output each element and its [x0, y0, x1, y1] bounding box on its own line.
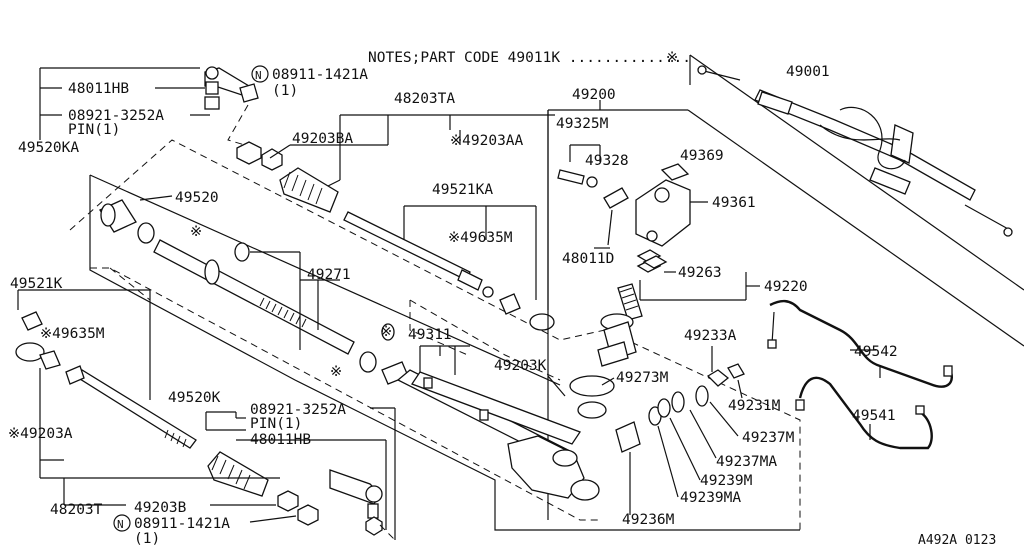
oring-49273M: [577, 401, 607, 419]
label-48011HB-top: 48011HB: [68, 81, 129, 97]
clip-49635M-a: [499, 293, 521, 315]
label-49237MA: 49237MA: [716, 454, 777, 470]
ring-49271-a: [359, 351, 377, 373]
tie-rod-end-top: [39, 66, 259, 149]
label-48203TA: 48203TA: [394, 91, 455, 107]
nut-08911-bot: [297, 504, 319, 526]
mark-49520: ※: [190, 224, 202, 240]
washer-49203A: [39, 350, 61, 370]
nut-49203B: [277, 490, 299, 512]
label-48011HB-bot: 48011HB: [250, 432, 311, 448]
label-pin-bot: PIN(1): [250, 416, 302, 432]
mark-49271-b: ※: [380, 324, 392, 340]
fitting-49233A: [706, 369, 730, 387]
clip-49635M-b: [21, 311, 43, 331]
label-49239M: 49239M: [700, 473, 753, 489]
inner-tie-rod-top: [343, 211, 494, 298]
label-49220: 49220: [764, 279, 808, 295]
valve-housing-49361: [603, 179, 691, 247]
label-49200: 49200: [572, 87, 616, 103]
seals-49237-49239: [615, 385, 709, 453]
svg-text:N: N: [255, 69, 262, 82]
label-49001: 49001: [786, 64, 830, 80]
inner-tie-rod-bottom: [65, 365, 197, 449]
n-circle-bottom: N: [113, 514, 131, 532]
label-08911-1421A-bot: 08911-1421A: [134, 516, 230, 532]
assembly-inset: [548, 54, 1024, 347]
label-08911-1421A-top: 08911-1421A: [272, 67, 368, 83]
pinion-49220: [597, 283, 643, 367]
label-48011D: 48011D: [562, 251, 614, 267]
label-49203AA: ※49203AA: [450, 133, 524, 149]
label-49520: 49520: [175, 190, 219, 206]
seals-49263: [636, 249, 668, 273]
label-08911-qty-top: (1): [272, 83, 298, 99]
seal-ring-271: [234, 242, 250, 262]
label-49521K: 49521K: [10, 276, 63, 292]
label-49231M: 49231M: [728, 398, 781, 414]
notes-mark: ※: [666, 50, 678, 66]
rack-housing-49311: [396, 369, 600, 501]
label-49369: 49369: [680, 148, 724, 164]
label-49203A: ※49203A: [8, 426, 73, 442]
label-49325M: 49325M: [556, 116, 609, 132]
label-49203B: 49203B: [134, 500, 187, 516]
gasket-49273M: [569, 375, 615, 397]
label-49237M: 49237M: [742, 430, 795, 446]
label-49541: 49541: [852, 408, 896, 424]
label-49328: 49328: [585, 153, 629, 169]
label-49263: 49263: [678, 265, 722, 281]
label-08911-qty-bot: (1): [134, 531, 160, 547]
fitting-49231M: [727, 363, 745, 379]
notes-text: NOTES;PART CODE 49011K ..............: [368, 50, 691, 66]
label-49233A: 49233A: [684, 328, 737, 344]
seal-49520: [99, 195, 173, 244]
label-49236M: 49236M: [622, 512, 675, 528]
label-49273M: 49273M: [616, 370, 669, 386]
label-49203BA: 49203BA: [292, 131, 353, 147]
label-49542: 49542: [854, 344, 898, 360]
inner-rack-49271: [153, 239, 355, 355]
label-48203T: 48203T: [50, 502, 103, 518]
label-49311: 49311: [408, 327, 452, 343]
label-49271: 49271: [307, 267, 351, 283]
mark-left-ring: ※: [330, 364, 342, 380]
ring-49271-b: [381, 323, 395, 341]
label-49239MA: 49239MA: [680, 490, 741, 506]
label-pin-top: PIN(1): [68, 122, 120, 138]
label-49520K: 49520K: [168, 390, 221, 406]
label-49520KA: 49520KA: [18, 140, 79, 156]
plate-49369: [660, 163, 690, 181]
n-circle-top: N: [251, 65, 269, 83]
band-49203AA: [529, 313, 555, 331]
label-08921-3252A-top: 08921-3252A: [68, 108, 164, 124]
footer-code: A492A 0123: [918, 533, 996, 548]
pipe-49541: [795, 376, 933, 450]
label-49521KA: 49521KA: [432, 182, 493, 198]
tie-rod-end-bottom: [329, 469, 383, 536]
boot-bottom: [207, 451, 269, 497]
label-49635M-b: ※49635M: [40, 326, 105, 342]
boot-top: [279, 167, 339, 213]
band-49203A: [15, 342, 45, 362]
nut-washer-top: [236, 141, 283, 171]
bolt-49325M: [557, 169, 598, 188]
label-08921-3252A-bot: 08921-3252A: [250, 402, 346, 418]
label-49361: 49361: [712, 195, 756, 211]
label-49635M-a: ※49635M: [448, 230, 513, 246]
label-49203K: 49203K: [494, 358, 547, 374]
svg-text:N: N: [117, 518, 124, 531]
